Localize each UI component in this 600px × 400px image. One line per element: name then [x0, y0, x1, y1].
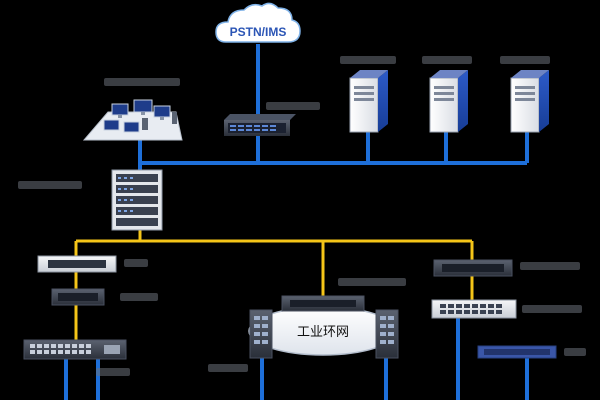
pc-tower-icon [172, 112, 177, 124]
monitor-icon [133, 99, 153, 115]
device-caption-placeholders [18, 56, 586, 376]
left-access-switch-1 [37, 255, 117, 273]
right-sw2-caption [522, 305, 582, 313]
core-switch-chassis [111, 169, 163, 231]
blue-links [64, 44, 529, 400]
monitor-icon [103, 119, 120, 131]
server3-caption [500, 56, 550, 64]
ring-left-caption [208, 364, 248, 372]
ring-left-switch [249, 309, 273, 359]
monitor-icon [111, 103, 129, 118]
workstation-caption [104, 78, 180, 86]
core-caption [18, 181, 82, 189]
left-sw1-caption [124, 259, 148, 267]
right-access-switch-2 [431, 299, 517, 319]
server1-caption [340, 56, 396, 64]
ring-label: 工业环网 [297, 325, 349, 340]
cloud-label: PSTN/IMS [230, 25, 287, 39]
right-rack-caption [564, 348, 586, 356]
workstation-group [82, 99, 183, 141]
gateway-device [224, 114, 296, 136]
pstn-ims-cloud: PSTN/IMS [215, 2, 301, 43]
ring-top-switch [281, 295, 365, 312]
server-2 [429, 70, 468, 133]
server-3 [510, 70, 549, 133]
left-access-switch-3 [23, 339, 127, 360]
right-rack-device [477, 345, 557, 359]
right-sw1-caption [520, 262, 580, 270]
gateway-caption [266, 102, 320, 110]
ring-switch-caption [338, 278, 406, 286]
server-1 [349, 70, 388, 133]
left-sw2-caption [120, 293, 158, 301]
right-access-switch-1 [433, 259, 513, 277]
cloud-shape [215, 2, 301, 43]
pc-tower-icon [142, 118, 148, 130]
left-sw3-caption [96, 368, 130, 376]
monitor-icon [153, 105, 171, 120]
left-access-switch-2 [51, 288, 105, 306]
yellow-links [74, 230, 474, 340]
ring-right-switch [375, 309, 399, 359]
server2-caption [422, 56, 472, 64]
monitor-icon [123, 121, 140, 133]
